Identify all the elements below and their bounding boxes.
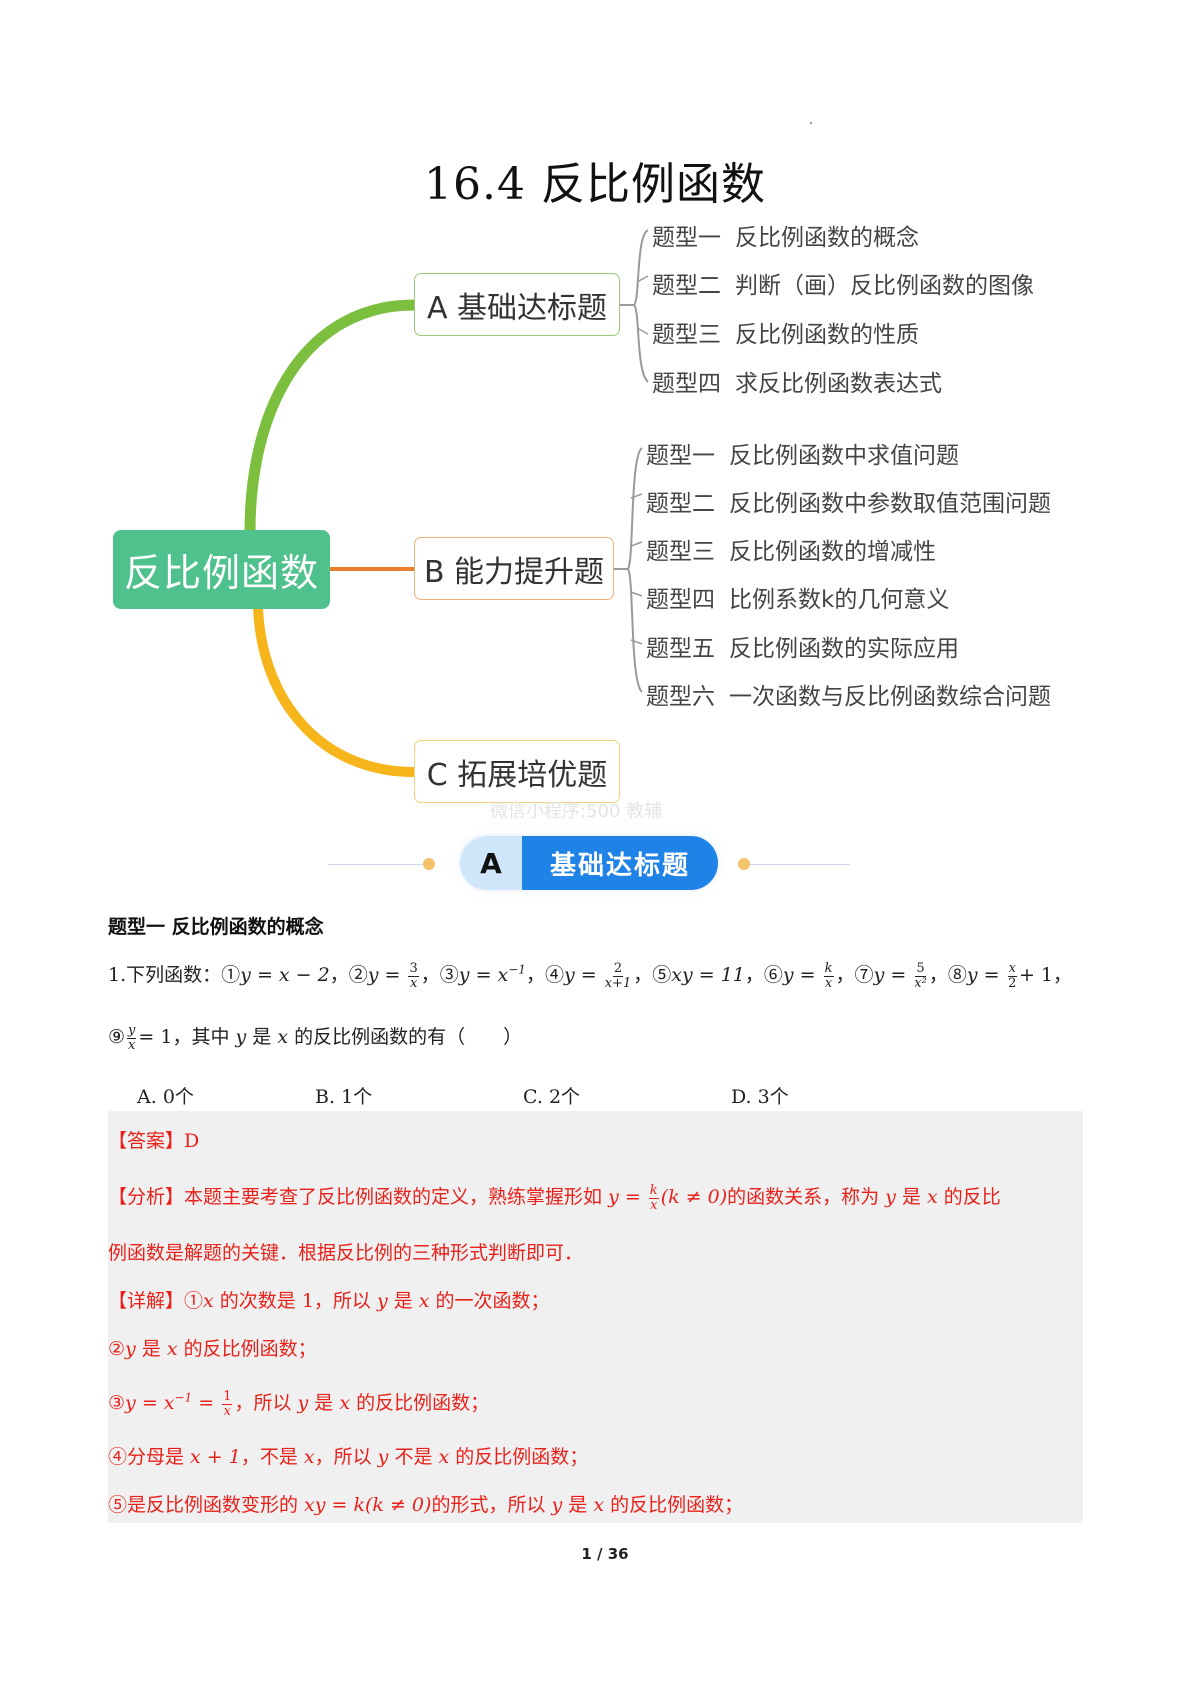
option-b[interactable]: B. 1个: [315, 1086, 373, 1108]
mindmap-branch-a: A 基础达标题: [414, 273, 620, 336]
mindmap-leaf: 题型四求反比例函数表达式: [652, 371, 942, 397]
banner-line-left: [328, 864, 428, 865]
mindmap-leaf: 题型三反比例函数的增减性: [646, 539, 936, 565]
question-type-heading: 题型一 反比例函数的概念: [108, 916, 324, 938]
analysis-line-2: 例函数是解题的关键．根据反比例的三种形式判断即可．: [108, 1242, 584, 1264]
mindmap-leaf: 题型四比例系数k的几何意义: [646, 587, 950, 613]
mindmap-root-node: 反比例函数: [113, 530, 330, 609]
detail-line-2: ②y 是 x 的反比例函数；: [108, 1338, 317, 1360]
banner-letter: A: [460, 836, 522, 890]
banner-line-right: [750, 864, 850, 865]
mindmap-leaf: 题型一反比例函数的概念: [652, 225, 919, 251]
section-banner: A 基础达标题: [460, 836, 718, 890]
banner-dot-right: [738, 858, 750, 870]
banner-label: 基础达标题: [522, 836, 718, 890]
page-number: 1 / 36: [581, 1545, 629, 1563]
answer-label: 【答案】: [108, 1130, 185, 1152]
mindmap-connectors: [244, 229, 649, 777]
mindmap-leaf: 题型二反比例函数中参数取值范围问题: [646, 491, 1051, 517]
detail-line-5: ⑤是反比例函数变形的 xy = k(k ≠ 0)的形式，所以 y 是 x 的反比…: [108, 1494, 744, 1516]
stray-dot: [810, 122, 812, 124]
detail-line-4: ④分母是 x + 1，不是 x，所以 y 不是 x 的反比例函数；: [108, 1446, 589, 1468]
option-a[interactable]: A. 0个: [137, 1086, 194, 1108]
mindmap-branch-b: B 能力提升题: [414, 537, 614, 600]
detail-line-1: 【详解】①x 的次数是 1，所以 y 是 x 的一次函数；: [108, 1290, 550, 1312]
mindmap-branch-c: C 拓展培优题: [414, 740, 620, 803]
answer-value: D: [184, 1130, 200, 1152]
mindmap-leaf: 题型五反比例函数的实际应用: [646, 636, 959, 662]
page-title: 16.4 反比例函数: [424, 159, 766, 210]
banner-dot-left: [423, 858, 435, 870]
answer-line: 【答案】D: [108, 1126, 199, 1153]
option-d[interactable]: D. 3个: [731, 1086, 789, 1108]
watermark-text: 微信小程序:500 教辅: [490, 801, 663, 822]
option-c[interactable]: C. 2个: [523, 1086, 581, 1108]
mindmap-leaf: 题型二判断（画）反比例函数的图像: [652, 273, 1034, 299]
mindmap-leaf: 题型三反比例函数的性质: [652, 322, 919, 348]
mindmap-leaf: 题型一反比例函数中求值问题: [646, 443, 959, 469]
solution-box: [108, 1111, 1083, 1523]
mindmap-leaf: 题型六一次函数与反比例函数综合问题: [646, 684, 1051, 710]
